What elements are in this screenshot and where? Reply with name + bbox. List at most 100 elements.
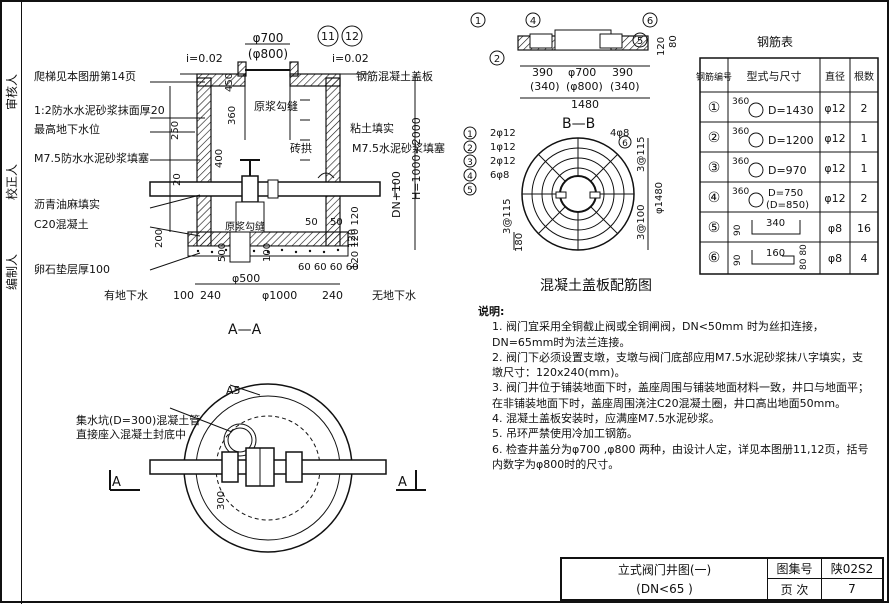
bb-dim-390b: 390 <box>612 66 633 79</box>
phi500: φ500 <box>232 272 260 285</box>
svg-text:80 80: 80 80 <box>799 244 809 270</box>
th-shape: 型式与尺寸 <box>747 69 802 83</box>
slope-right: i=0.02 <box>332 52 369 65</box>
svg-text:90: 90 <box>733 224 743 236</box>
dim-120: 120 <box>347 229 358 248</box>
rp-dim-4: 3@115 <box>502 199 513 234</box>
ladder-note: 爬梯见本图册第14页 <box>34 69 136 83</box>
m75-right-note: M7.5水泥砂浆填塞 <box>352 141 445 155</box>
dim-500: 500 <box>217 243 228 262</box>
dim-450: 450 <box>224 73 235 92</box>
svg-text:360: 360 <box>732 97 749 107</box>
rp-label-3: 2φ12 <box>490 156 516 167</box>
plan-a5: A5 <box>226 384 241 397</box>
drawing-title: 立式阀门井图(一) <box>562 559 768 579</box>
rp-dim-1: 3@115 <box>636 137 647 172</box>
table-row: ③ 360 D=970 φ12 1 <box>708 157 868 178</box>
plan-d300: 300 <box>216 491 227 510</box>
svg-text:360: 360 <box>732 127 749 137</box>
section-bb: 1 4 6 2 5 390 φ700 390 (340) (φ800) (340… <box>470 12 679 132</box>
c20-note: C20混凝土 <box>34 217 89 231</box>
rp-callout-6: 6 <box>622 139 628 149</box>
bottom-left: 有地下水 <box>104 288 148 302</box>
page-label: 页 次 <box>768 579 822 599</box>
atlas-label: 图集号 <box>768 559 822 579</box>
section-aa: 11 12 i=0.02 i=0.02 φ700 (φ800) 爬梯见本图册第1… <box>34 25 445 338</box>
high-water-note: 最高地下水位 <box>34 122 100 136</box>
svg-text:⑤: ⑤ <box>708 220 721 236</box>
slope-left: i=0.02 <box>186 52 223 65</box>
svg-text:①: ① <box>708 100 721 116</box>
sump-note-2: 直接座入混凝土封底中 <box>76 427 186 441</box>
bb-dim-390a: 390 <box>532 66 553 79</box>
h-dim: H=1000~2000 <box>410 117 423 200</box>
note-item: 5. 吊环严禁使用冷加工钢筋。 <box>492 427 638 441</box>
svg-text:④: ④ <box>708 190 721 206</box>
svg-text:D=750: D=750 <box>768 188 803 199</box>
dim-50b: 50 <box>330 217 343 228</box>
m75-note: M7.5防水水泥砂浆填塞 <box>34 151 149 165</box>
table-row: ⑤ 90 340 φ8 16 <box>708 218 871 236</box>
dim-100v: 100 <box>262 243 273 262</box>
clay-note: 粘土填实 <box>350 121 394 135</box>
bb-callout-5: 5 <box>637 36 643 47</box>
rp-callout-2: 2 <box>467 144 473 154</box>
svg-text:φ8: φ8 <box>828 252 842 265</box>
dim-20: 20 <box>172 173 183 186</box>
bb-height-b: 80 <box>668 35 679 48</box>
title-block: 立式阀门井图(一) (DN<65 ) 图集号 陕02S2 页 次 7 <box>560 557 884 601</box>
note-item: 1. 阀门宜采用全铜截止阀或全铜闸阀，DN<50mm 时为丝扣连接，DN=65m… <box>492 320 824 349</box>
bb-dim-800: (φ800) <box>566 80 603 93</box>
bb-callout-6: 6 <box>647 16 653 27</box>
plan-label-right: A <box>398 475 407 490</box>
dim-120s: 120 120 120 <box>350 206 361 270</box>
svg-text:③: ③ <box>708 160 721 176</box>
dim-240: 240 <box>200 289 221 302</box>
th-no: 钢筋编号 <box>696 71 732 83</box>
svg-text:90: 90 <box>733 254 743 266</box>
dim-250: 250 <box>170 121 181 140</box>
rp-label-5: 4φ8 <box>610 128 629 139</box>
note-item: 6. 检查井盖分为φ700 ,φ800 两种，由设计人定，详见本图册11,12页… <box>492 442 869 471</box>
svg-text:16: 16 <box>857 222 871 235</box>
svg-text:360: 360 <box>732 157 749 167</box>
sump-note: 集水坑(D=300)混凝土管 <box>76 413 200 427</box>
dim-60s: 60 60 60 60 <box>298 262 358 273</box>
bb-callout-1: 1 <box>475 16 481 27</box>
svg-text:D=1430: D=1430 <box>768 104 814 117</box>
rebar-table-title: 钢筋表 <box>757 34 793 49</box>
svg-text:1: 1 <box>861 132 868 145</box>
rp-dim-2: φ1480 <box>654 182 665 214</box>
rp-label-1: 2φ12 <box>490 128 516 139</box>
dim-400: 400 <box>214 149 225 168</box>
top-dim: φ700 <box>253 31 284 45</box>
svg-text:4: 4 <box>861 252 868 265</box>
callout-11: 11 <box>321 30 335 43</box>
svg-text:2: 2 <box>861 192 868 205</box>
rebar-plan: 2φ12 1φ12 2φ12 6φ8 4φ8 1 2 3 4 5 6 3@115… <box>463 126 665 294</box>
rp-dim-5: 180 <box>514 233 525 252</box>
left-wall <box>196 77 212 249</box>
table-row: ① 360 D=1430 φ12 2 <box>708 97 868 118</box>
note-item: 4. 混凝土盖板安装时，应满座M7.5水泥砂浆。 <box>492 412 720 426</box>
rp-callout-1: 1 <box>467 130 473 140</box>
gravel-note: 卵石垫层厚100 <box>34 262 110 276</box>
section-bb-label: B—B <box>562 116 595 132</box>
mortar-note: 1:2防水水泥砂浆抹面厚20 <box>34 103 165 117</box>
plan-label-left: A <box>112 475 121 490</box>
svg-text:D=1200: D=1200 <box>768 134 814 147</box>
bb-callout-2: 2 <box>494 54 500 65</box>
svg-text:D=970: D=970 <box>768 164 807 177</box>
dim-50: 50 <box>305 217 318 228</box>
rc-cover-note: 钢筋混凝土盖板 <box>356 69 433 83</box>
bb-dim-340a: (340) <box>530 80 560 93</box>
svg-text:②: ② <box>708 130 721 146</box>
note-item: 2. 阀门下必须设置支墩，支墩与阀门底部应用M7.5水泥砂浆抹八字填实，支墩尺寸… <box>492 350 863 380</box>
svg-text:360: 360 <box>732 187 749 197</box>
rp-dim-3: 3@100 <box>636 205 647 240</box>
dim-100: 100 <box>173 289 194 302</box>
svg-text:160: 160 <box>766 248 785 259</box>
phi1000: φ1000 <box>262 289 297 302</box>
